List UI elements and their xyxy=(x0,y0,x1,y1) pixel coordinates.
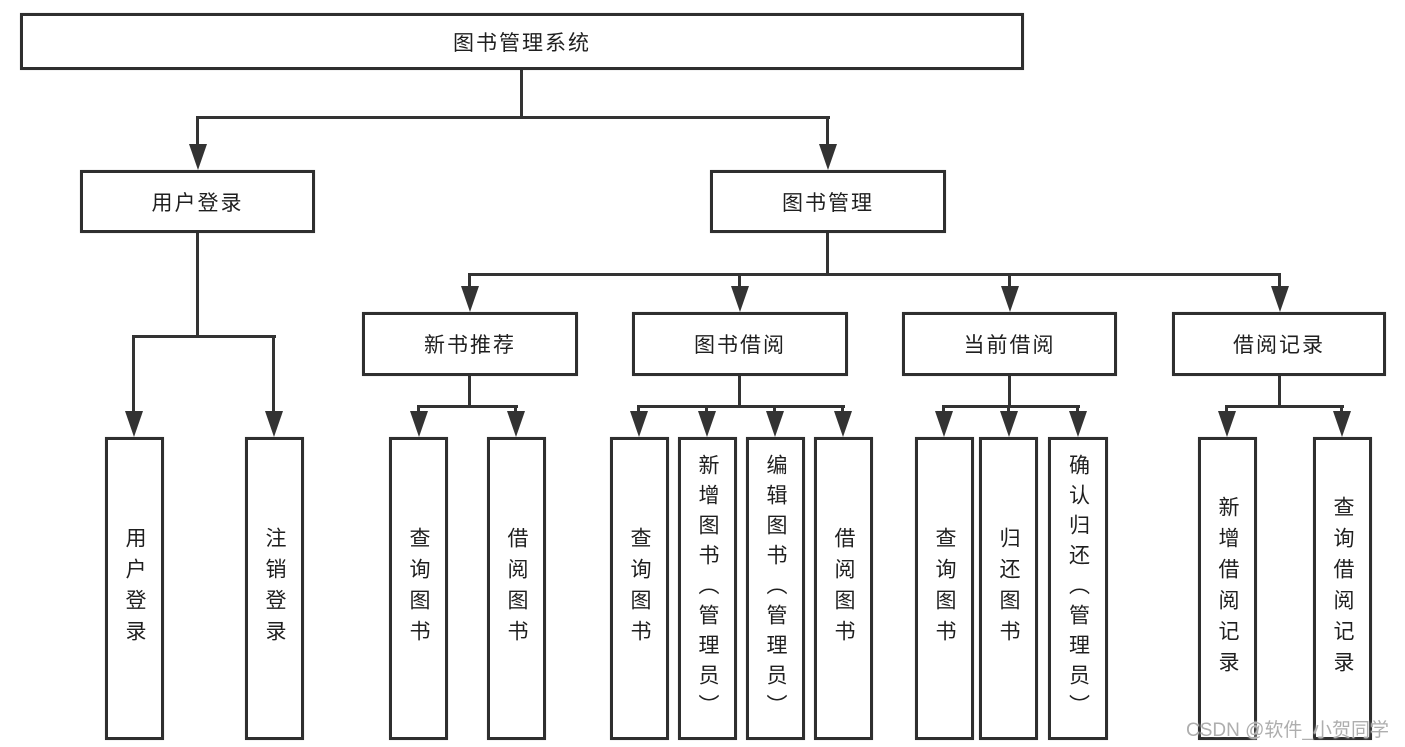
leaf-confirm-return-admin: 确认归还（管理员） xyxy=(1048,437,1108,740)
connector-line xyxy=(942,405,1080,408)
node-root: 图书管理系统 xyxy=(20,13,1024,70)
connector-line xyxy=(272,335,275,413)
leaf-query-book: 查询图书 xyxy=(610,437,669,740)
connector-line xyxy=(1340,405,1343,415)
arrow-down-icon xyxy=(698,411,716,437)
node-borrow-record: 借阅记录 xyxy=(1172,312,1386,376)
arrow-down-icon xyxy=(731,286,749,312)
connector-line xyxy=(1225,405,1344,408)
arrow-down-icon xyxy=(766,411,784,437)
node-user-login: 用户登录 xyxy=(80,170,315,233)
arrow-down-icon xyxy=(410,411,428,437)
arrow-down-icon xyxy=(935,411,953,437)
leaf-add-borrow-record: 新增借阅记录 xyxy=(1198,437,1257,740)
leaf-query-borrow-record: 查询借阅记录 xyxy=(1313,437,1372,740)
arrow-down-icon xyxy=(1000,411,1018,437)
connector-line xyxy=(942,405,945,415)
connector-line xyxy=(738,273,741,289)
connector-line xyxy=(1008,273,1011,289)
leaf-return-book: 归还图书 xyxy=(979,437,1038,740)
arrow-down-icon xyxy=(630,411,648,437)
leaf-borrow-book: 借阅图书 xyxy=(814,437,873,740)
connector-line xyxy=(1278,375,1281,408)
leaf-edit-book-admin: 编辑图书（管理员） xyxy=(746,437,805,740)
connector-line xyxy=(841,405,844,415)
arrow-down-icon xyxy=(1218,411,1236,437)
connector-line xyxy=(468,273,1281,276)
arrow-down-icon xyxy=(1069,411,1087,437)
arrow-down-icon xyxy=(1001,286,1019,312)
leaf-add-book-admin: 新增图书（管理员） xyxy=(678,437,737,740)
node-book-borrow: 图书借阅 xyxy=(632,312,848,376)
leaf-query-book: 查询图书 xyxy=(389,437,448,740)
connector-line xyxy=(826,232,829,276)
connector-line xyxy=(468,375,471,408)
leaf-logout: 注销登录 xyxy=(245,437,304,740)
arrow-down-icon xyxy=(189,144,207,170)
connector-line xyxy=(417,405,518,408)
connector-line xyxy=(514,405,517,415)
node-current-borrow: 当前借阅 xyxy=(902,312,1117,376)
connector-line xyxy=(1008,375,1011,408)
connector-line xyxy=(637,405,845,408)
arrow-down-icon xyxy=(265,411,283,437)
connector-line xyxy=(132,335,135,413)
connector-line xyxy=(1225,405,1228,415)
connector-line xyxy=(705,405,708,415)
arrow-down-icon xyxy=(125,411,143,437)
node-book-management: 图书管理 xyxy=(710,170,946,233)
connector-line xyxy=(826,116,829,148)
arrow-down-icon xyxy=(1333,411,1351,437)
arrow-down-icon xyxy=(834,411,852,437)
connector-line xyxy=(196,116,199,148)
arrow-down-icon xyxy=(507,411,525,437)
connector-line xyxy=(468,273,471,289)
connector-line xyxy=(637,405,640,415)
connector-line xyxy=(520,69,523,119)
csdn-watermark: CSDN @软件_小贺同学 xyxy=(1186,720,1389,741)
leaf-borrow-book: 借阅图书 xyxy=(487,437,546,740)
connector-line xyxy=(738,375,741,408)
connector-line xyxy=(196,232,199,338)
connector-line xyxy=(132,335,276,338)
connector-line xyxy=(773,405,776,415)
arrow-down-icon xyxy=(1271,286,1289,312)
node-new-book-recommend: 新书推荐 xyxy=(362,312,578,376)
arrow-down-icon xyxy=(819,144,837,170)
connector-line xyxy=(1076,405,1079,415)
connector-line xyxy=(196,116,830,119)
connector-line xyxy=(1007,405,1010,415)
connector-line xyxy=(1278,273,1281,289)
connector-line xyxy=(417,405,420,415)
leaf-query-book: 查询图书 xyxy=(915,437,974,740)
arrow-down-icon xyxy=(461,286,479,312)
leaf-user-login: 用户登录 xyxy=(105,437,164,740)
